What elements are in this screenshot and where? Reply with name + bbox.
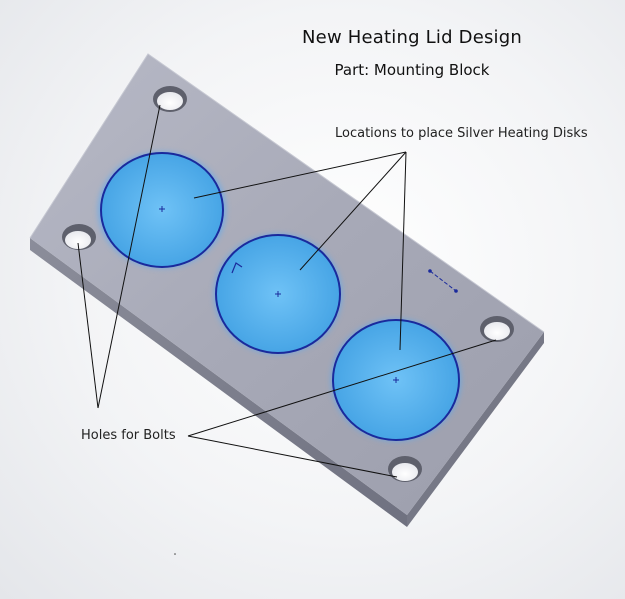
- bolt-hole-bottom-right: [388, 456, 422, 482]
- plate-front-side: [407, 332, 544, 527]
- heating-disk-2: [214, 234, 342, 354]
- callout-bolt-holes: Holes for Bolts: [81, 428, 176, 443]
- sketch-dimension-mark: [428, 269, 458, 293]
- heating-disk-locations: [98, 152, 461, 441]
- heating-disk-1: [98, 152, 226, 268]
- sketch-marker: [231, 262, 243, 274]
- part-subtitle: Part: Mounting Block: [334, 61, 490, 79]
- plate-left-side: [30, 238, 407, 527]
- hole-leader-lines: [77, 104, 497, 478]
- page-title: New Heating Lid Design: [302, 27, 522, 48]
- callout-heating-disks: Locations to place Silver Heating Disks: [335, 126, 588, 141]
- bolt-hole-top-right: [480, 316, 514, 342]
- heating-disk-3: [331, 319, 461, 441]
- bolt-holes: [62, 86, 514, 482]
- bolt-hole-top-left: [153, 86, 187, 112]
- stray-dot: [174, 553, 176, 555]
- disk-leader-lines: [193, 151, 407, 351]
- bolt-hole-bottom-left: [62, 224, 96, 250]
